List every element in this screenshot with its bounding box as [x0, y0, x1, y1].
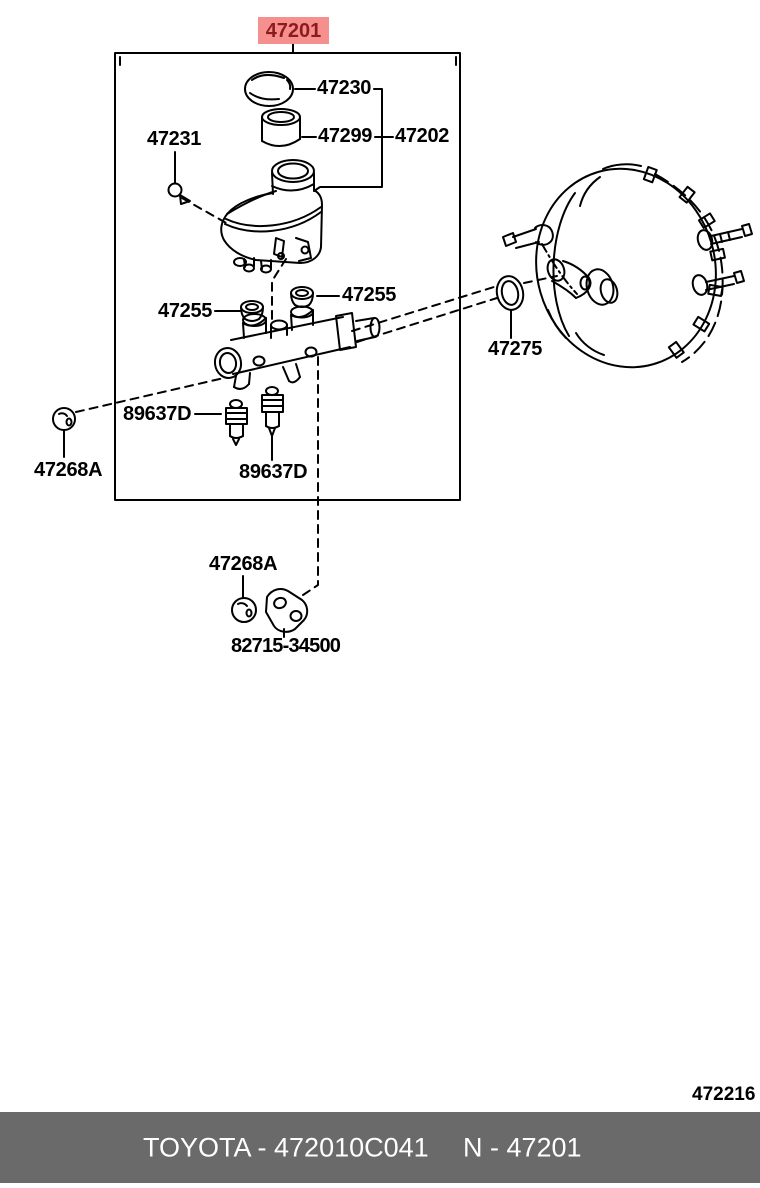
bracket-drawing [265, 588, 309, 633]
part-label-47230[interactable]: 47230 [317, 77, 372, 99]
part-label-47255-left[interactable]: 47255 [158, 300, 213, 322]
diagram-frame [114, 43, 461, 501]
grommet-right-drawing [290, 286, 314, 308]
assembly-dashed-lines [75, 197, 558, 598]
part-label-47299[interactable]: 47299 [318, 125, 373, 147]
brake-booster-drawing [502, 163, 753, 369]
strainer-drawing [261, 108, 301, 147]
reservoir-drawing [220, 159, 323, 274]
footer-catalog-code: TOYOTA - 472010C041 [143, 1132, 429, 1162]
part-label-47268A-middle[interactable]: 47268A [209, 553, 278, 575]
leader-lines [63, 88, 512, 638]
part-label-82715-34500[interactable]: 82715-34500 [231, 635, 341, 657]
part-label-47255-right[interactable]: 47255 [342, 284, 397, 306]
nut-middle-drawing [231, 597, 257, 623]
part-label-89637D-bottom[interactable]: 89637D [239, 461, 308, 483]
part-label-47202[interactable]: 47202 [395, 125, 450, 147]
footer-reference: N - 47201 [463, 1132, 582, 1162]
fluid-sensor-left-drawing [225, 399, 248, 446]
figure-number: 472216 [692, 1084, 756, 1105]
reservoir-cap-drawing [244, 71, 294, 107]
oring-drawing [495, 275, 525, 311]
selected-part-callout-47201[interactable]: 47201 [258, 17, 329, 44]
part-label-47268A-left[interactable]: 47268A [34, 459, 103, 481]
fluid-sensor-center-drawing [261, 386, 284, 437]
part-label-47275[interactable]: 47275 [488, 338, 543, 360]
part-label-89637D-left[interactable]: 89637D [123, 403, 192, 425]
master-cylinder-drawing [213, 305, 381, 390]
footer-bar: TOYOTA - 472010C041 N - 47201 [0, 1112, 760, 1183]
nut-left-drawing [52, 407, 76, 431]
part-label-47231[interactable]: 47231 [147, 128, 202, 150]
